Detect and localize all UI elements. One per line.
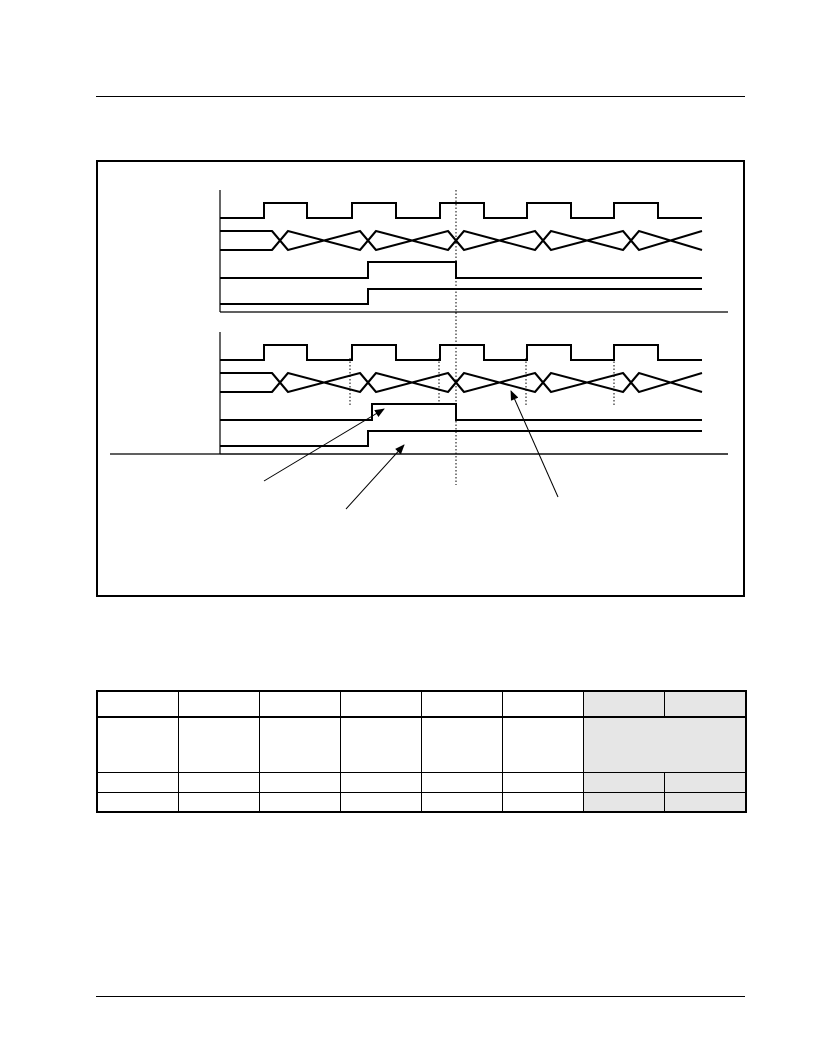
bus-transition <box>271 230 289 251</box>
bus-transition <box>622 230 640 251</box>
table-cell <box>420 792 503 813</box>
table-header-cell <box>177 690 260 718</box>
table-header-cell <box>339 690 422 718</box>
table-cell <box>258 792 341 813</box>
table-cell <box>339 772 422 793</box>
bus-transition <box>534 230 552 251</box>
table-header-row <box>96 690 747 718</box>
table-header-cell <box>96 690 179 718</box>
pulse-waveform <box>220 261 702 279</box>
table-cell <box>420 772 503 793</box>
table-cell <box>177 716 260 773</box>
bus-transition <box>534 372 552 393</box>
table-row <box>96 772 747 793</box>
table-row <box>96 792 747 813</box>
bus-transition <box>271 372 289 393</box>
table-header-cell-shaded <box>663 690 747 718</box>
pulse-callout-arrow <box>263 408 385 482</box>
table-cell <box>96 716 179 773</box>
table-cell <box>339 716 422 773</box>
table-cell <box>258 716 341 773</box>
waveform-group <box>110 190 728 485</box>
clock-waveform <box>220 344 702 361</box>
step-waveform <box>220 288 702 305</box>
table-cell-shaded <box>582 772 665 793</box>
table-cell <box>420 716 503 773</box>
table-cell <box>501 792 584 813</box>
register-table <box>96 690 747 813</box>
timing-diagram-figure <box>96 160 745 597</box>
bus-transition <box>359 372 377 393</box>
table-cell-shaded-merged <box>582 716 747 773</box>
table-cell <box>501 772 584 793</box>
table-row <box>96 716 747 773</box>
table-cell <box>177 792 260 813</box>
table-cell <box>177 772 260 793</box>
bus-transition <box>622 372 640 393</box>
step-waveform <box>220 430 702 447</box>
footer-rule <box>96 996 745 997</box>
header-rule <box>96 96 745 97</box>
table-cell <box>96 772 179 793</box>
table-cell <box>339 792 422 813</box>
table-header-cell <box>501 690 584 718</box>
clock-waveform <box>220 202 702 219</box>
table-cell <box>501 716 584 773</box>
bus-transition <box>359 230 377 251</box>
bus-callout-arrow <box>510 390 559 498</box>
table-cell-shaded <box>663 772 747 793</box>
step-callout-arrow <box>345 444 405 510</box>
table-header-cell-shaded <box>582 690 665 718</box>
annotation-group <box>263 390 559 510</box>
table-cell <box>258 772 341 793</box>
timing-diagram-svg <box>110 190 728 510</box>
table-cell-shaded <box>663 792 747 813</box>
table-cell <box>96 792 179 813</box>
table-cell-shaded <box>582 792 665 813</box>
table-header-cell <box>420 690 503 718</box>
table-header-cell <box>258 690 341 718</box>
pulse-waveform <box>220 403 702 421</box>
